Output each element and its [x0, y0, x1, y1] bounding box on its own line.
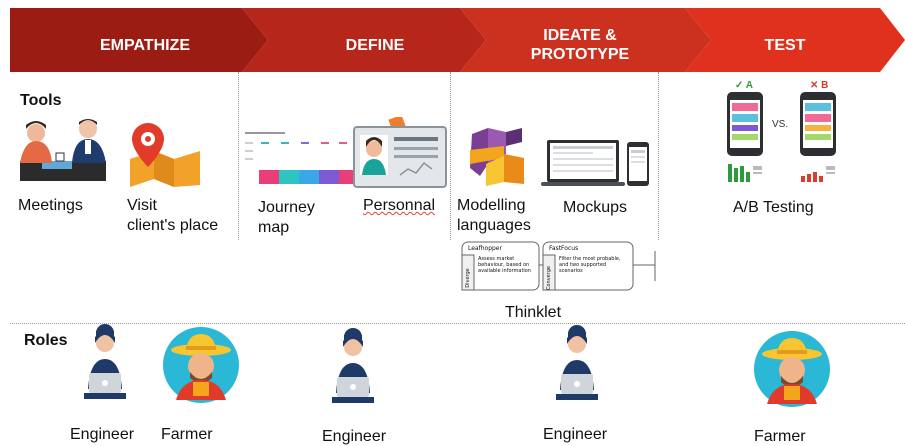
- farmer-icon: [753, 330, 831, 408]
- role-label-ideate-engineer: Engineer: [543, 426, 608, 443]
- visit-label-line2: client's place: [127, 217, 219, 234]
- map-pin-icon: [126, 121, 206, 187]
- role-label-define-engineer: Engineer: [322, 428, 387, 445]
- phone-b-icon: [799, 92, 837, 186]
- farmer-icon: [162, 326, 240, 404]
- phase-label-empathize: EMPATHIZE: [99, 37, 191, 54]
- engineer-icon: [552, 324, 602, 404]
- phase-bar: [10, 8, 905, 72]
- ab-vs-label: VS.: [772, 119, 789, 130]
- thinklet-card2-title: FastFocus: [549, 245, 579, 252]
- personnal-label: Personnal: [363, 196, 435, 216]
- journey-map-label: Journey map: [258, 198, 315, 238]
- ab-b-marker: ✕ B: [810, 80, 829, 91]
- uml-logo-icon: [466, 124, 528, 190]
- modelling-label: Modelling languages: [457, 196, 531, 236]
- thinklet-diagram: [461, 241, 657, 293]
- persona-card-icon: [352, 117, 448, 189]
- ab-a-marker: ✓ A: [735, 80, 754, 91]
- phase-label-test: TEST: [764, 37, 806, 54]
- meetings-label: Meetings: [18, 197, 83, 214]
- mockups-devices-icon: [541, 138, 651, 188]
- visit-label-line1: Visit: [127, 197, 157, 214]
- modelling-label-line2: languages: [457, 217, 531, 234]
- tools-title: Tools: [20, 92, 62, 109]
- thinklet-card1-text: Assess market behaviour, based on availa…: [478, 256, 532, 274]
- roles-title: Roles: [24, 332, 68, 349]
- thinklet-card2-side: Converge: [545, 266, 552, 290]
- thinklet-label: Thinklet: [505, 304, 562, 321]
- phone-a-icon: [726, 92, 764, 186]
- phase-arrow-ideate: [460, 8, 711, 72]
- role-label-empathize-engineer: Engineer: [70, 426, 135, 443]
- divider-empathize-define: [238, 72, 239, 240]
- phase-arrows: [10, 8, 905, 72]
- role-label-test-farmer: Farmer: [754, 428, 806, 445]
- divider-ideate-test: [658, 72, 659, 240]
- meetings-illustration: [14, 115, 110, 189]
- journey-map-thumbnail: [243, 128, 355, 188]
- thinklet-card1-side: Diverge: [464, 268, 471, 288]
- journey-label-line1: Journey: [258, 199, 315, 216]
- journey-label-line2: map: [258, 219, 290, 236]
- phase-arrow-test: [685, 8, 905, 72]
- phase-arrow-empathize: [10, 8, 268, 72]
- mockups-label: Mockups: [563, 199, 628, 216]
- personnal-text: Personnal: [363, 197, 436, 214]
- phase-label-define: DEFINE: [345, 37, 405, 54]
- ab-testing-label: A/B Testing: [733, 199, 814, 216]
- engineer-icon: [328, 327, 378, 407]
- visit-label: Visit client's place: [127, 196, 218, 236]
- engineer-icon: [80, 323, 130, 403]
- divider-tools-roles: [10, 323, 905, 324]
- phase-arrow-define: [242, 8, 486, 72]
- role-label-empathize-farmer: Farmer: [161, 426, 213, 443]
- phase-label-ideate: IDEATE & PROTOTYPE: [530, 27, 630, 63]
- divider-define-ideate: [450, 72, 451, 240]
- modelling-label-line1: Modelling: [457, 197, 526, 214]
- thinklet-card2-text: Filter the most probable, and two suppor…: [559, 256, 621, 274]
- thinklet-card1-title: Leafhopper: [468, 245, 502, 252]
